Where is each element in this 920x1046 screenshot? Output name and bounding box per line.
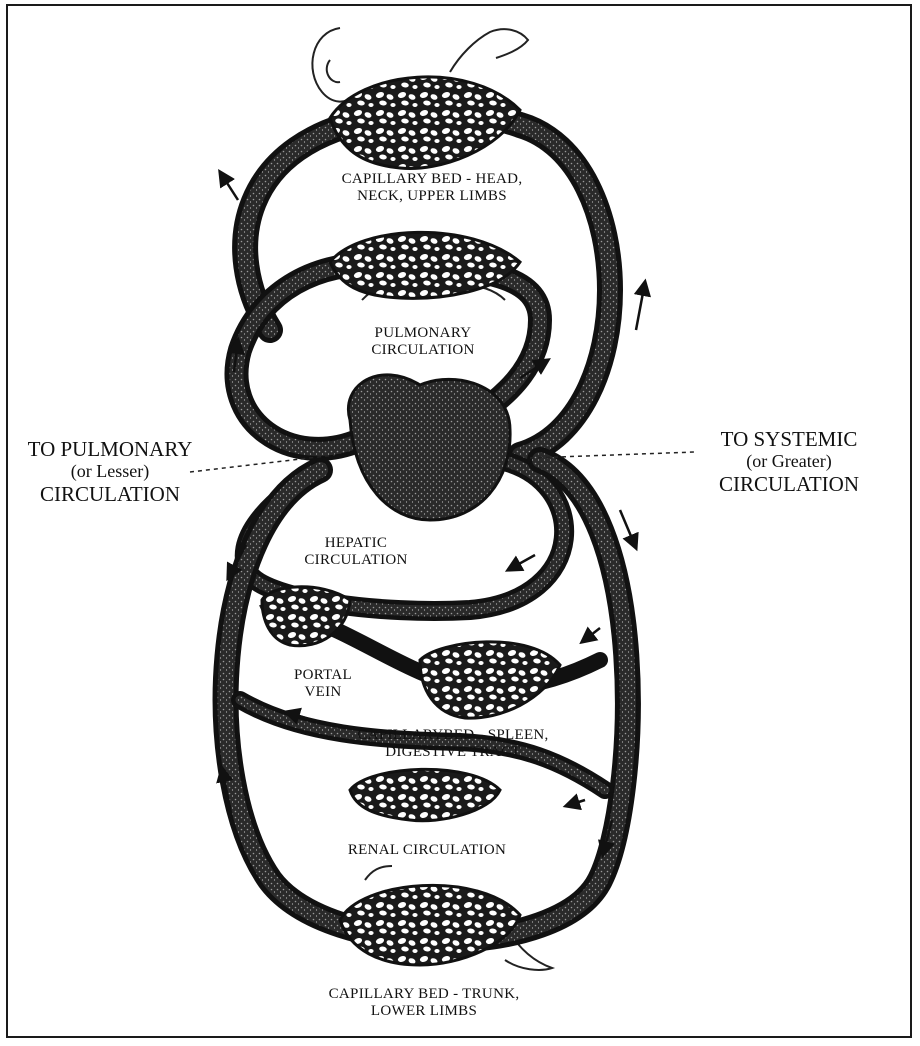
label-line: TO PULMONARY [28, 437, 193, 461]
label-to-systemic: TO SYSTEMIC (or Greater) CIRCULATION [719, 427, 859, 496]
label-line: CIRCULATION [719, 472, 859, 496]
label-renal-circulation: RENAL CIRCULATION [348, 842, 506, 859]
label-line: DIGESTIVE TRACT [357, 744, 548, 761]
label-hepatic-circulation: HEPATIC CIRCULATION [304, 535, 407, 570]
capillary-beds [262, 77, 560, 965]
label-capillary-bed-head: CAPILLARY BED - HEAD, NECK, UPPER LIMBS [342, 171, 523, 206]
label-line: CAPILLARY BED - HEAD, [342, 171, 523, 188]
label-pulmonary-circulation: PULMONARY CIRCULATION [371, 325, 474, 360]
capillary-bed-trunk [340, 885, 520, 965]
label-line: (or Lesser) [28, 461, 193, 482]
label-line: NECK, UPPER LIMBS [342, 188, 523, 205]
capillary-bed-kidney [350, 769, 500, 820]
label-line: VEIN [294, 684, 352, 701]
capillary-bed-lungs [330, 232, 520, 298]
capillary-bed-spleen [420, 642, 560, 718]
label-line: CAPILLARYBED - SPLEEN, [357, 727, 548, 744]
label-line: CAPILLARY BED - TRUNK, [329, 986, 520, 1003]
label-line: (or Greater) [719, 451, 859, 472]
label-capillary-bed-spleen: CAPILLARYBED - SPLEEN, DIGESTIVE TRACT [357, 727, 548, 762]
label-line: CIRCULATION [304, 552, 407, 569]
label-to-pulmonary: TO PULMONARY (or Lesser) CIRCULATION [28, 437, 193, 506]
label-line: PORTAL [294, 667, 352, 684]
label-line: PULMONARY [371, 325, 474, 342]
capillary-bed-head [330, 77, 520, 169]
label-line: CIRCULATION [28, 482, 193, 506]
label-line: CIRCULATION [371, 342, 474, 359]
label-line: HEPATIC [304, 535, 407, 552]
heart [348, 375, 510, 520]
label-line: TO SYSTEMIC [719, 427, 859, 451]
label-portal-vein: PORTAL VEIN [294, 667, 352, 702]
label-line: LOWER LIMBS [329, 1003, 520, 1020]
label-line: RENAL CIRCULATION [348, 842, 506, 859]
label-capillary-bed-trunk: CAPILLARY BED - TRUNK, LOWER LIMBS [329, 986, 520, 1021]
